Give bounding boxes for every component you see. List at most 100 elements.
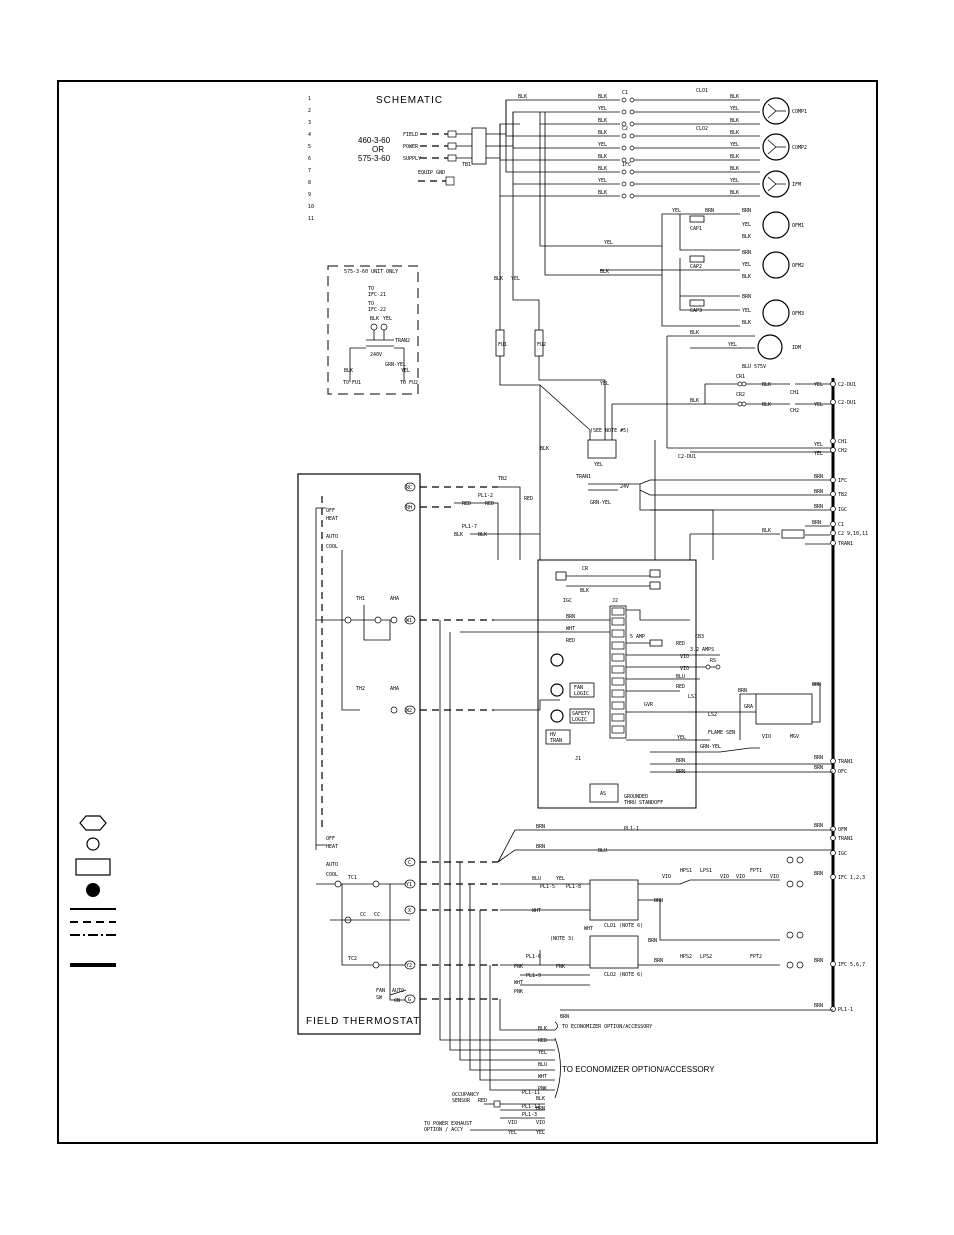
svg-text:W1: W1 [406, 618, 412, 624]
mgv-valve: VIO MGV BRN BRN GRA [738, 682, 821, 740]
wire-label: YEL [401, 368, 410, 374]
filled-dot-icon [86, 883, 100, 897]
wire-label: BLK [538, 1026, 547, 1032]
wire-label: BLK [742, 320, 751, 326]
wire-label: YEL [536, 1130, 545, 1136]
wire-label: YEL [511, 276, 520, 282]
motor-label: COMP1 [792, 109, 807, 115]
wire-label: BLK [598, 94, 607, 100]
economizer-connections: BLK RED YEL BLU WHT PNK TO ECONOMIZER OP… [439, 620, 715, 1099]
wire-label: BLK [478, 532, 487, 538]
idm-circuit: BLK YEL IDM BLU 575V [666, 330, 801, 448]
tran1: YEL TRAN1 24V GRN-YEL BRN BRN BRN [576, 439, 833, 560]
comp1-motor-icon [762, 97, 790, 125]
wire-label: BRN [654, 958, 663, 964]
wire-label: VIO [720, 874, 729, 880]
wire-label: YEL [598, 178, 607, 184]
line-number: 3 [308, 120, 311, 126]
wire-label: BRN [654, 898, 663, 904]
wire-label: VIO [662, 874, 671, 880]
wire-label: BLK [518, 94, 527, 100]
right-label: PL1-1 [838, 1007, 853, 1013]
cr-ch-circuit: BLK CR1 CR2 BLK BLK CH1 CH2 YEL YEL YEL … [590, 374, 833, 460]
right-label: C1 [838, 522, 844, 528]
wire-label: BLK [540, 446, 549, 452]
thermostat-title: FIELD THERMOSTAT [306, 1016, 420, 1027]
pl1-1-label: PL1-1 [624, 826, 639, 832]
wire-label: BRN [814, 958, 823, 964]
right-label: TRAN1 [838, 836, 853, 842]
wire-label: BRN [536, 1106, 545, 1112]
wire-label: PNK [514, 964, 523, 970]
right-label: C2 9,10,11 [838, 531, 868, 537]
wire-label: RED [524, 496, 533, 502]
gvr-label: GVR [644, 702, 654, 708]
legend [70, 815, 116, 967]
wire-label: RED [676, 641, 685, 647]
line-numbers: 1 2 3 4 5 6 7 8 9 10 11 [308, 96, 314, 222]
wire-label: BRN [536, 844, 545, 850]
terminal-c: C [404, 857, 416, 867]
motor-label: COMP2 [792, 145, 807, 151]
voltage-or: OR [372, 145, 384, 154]
wire-label: YEL [604, 240, 613, 246]
equip-gnd-label: EQUIP GND [418, 170, 445, 176]
hps2-label: HPS2 [680, 954, 692, 960]
line-number: 10 [308, 204, 314, 210]
compressor-control: BRN PL1-1 BRN BLU BRN PL1-5 PL1-8 BLU YE… [497, 823, 833, 1020]
wire-label: GRA [744, 704, 753, 710]
tb1-label: TB1 [462, 162, 471, 168]
svg-text:C: C [408, 860, 411, 866]
wire-label: BRN [814, 489, 823, 495]
c1-coil: BLK BRN [689, 520, 830, 560]
line-number: 7 [308, 168, 311, 174]
wire-label: BLK [742, 234, 751, 240]
wire-label: BRN [814, 823, 823, 829]
wire-label: BRN [648, 938, 657, 944]
clo2-label: CLO2 (NOTE 6) [604, 972, 643, 978]
wire-label: BLK [344, 368, 353, 374]
wire-label: RED [478, 1098, 487, 1104]
pl1-9-label: PL1-9 [526, 973, 541, 979]
wire-label: VIO [770, 874, 779, 880]
wire-label: BRN [742, 250, 751, 256]
right-label: TRAN1 [838, 541, 853, 547]
rs-label: RS [710, 658, 716, 664]
wire-label: YEL [742, 308, 751, 314]
wire-label: RED [538, 1038, 547, 1044]
fpt1-label: FPT1 [750, 868, 762, 874]
motor-label: OFM2 [792, 263, 804, 269]
svg-text:RC: RC [406, 485, 412, 491]
grn-yel-label: GRN-YEL [590, 500, 611, 506]
off-label: OFF [326, 836, 335, 842]
wire-label: BLK [730, 94, 739, 100]
wire-label: BRN [676, 758, 685, 764]
line-number: 8 [308, 180, 311, 186]
aha-label: AHA [390, 686, 399, 692]
wire-label: YEL [594, 462, 603, 468]
wire-label: BLK [742, 274, 751, 280]
schematic-title: SCHEMATIC [376, 95, 443, 106]
wire-label: VIO [536, 1120, 545, 1126]
wire-label: BRN [536, 824, 545, 830]
pl1-5-label: PL1-5 [540, 884, 555, 890]
pl1-11-label: PL1-11 [522, 1090, 540, 1096]
th2-label: TH2 [356, 686, 365, 692]
ofm-circuits: YEL YEL BLK BRN BRN YEL BLK CAP1 OFM1 CA… [544, 112, 804, 327]
wire-label: BLK [690, 330, 699, 336]
motor-label: IDM [792, 345, 801, 351]
wire-label: YEL [677, 735, 686, 741]
right-label: IFC 5,6,7 [838, 962, 865, 968]
pl1-7-label: PL1-7 [462, 524, 477, 530]
rectangle-icon [75, 858, 111, 876]
line-number: 2 [308, 108, 311, 114]
wire-label: BLK [536, 1096, 545, 1102]
wire-label: BRN [814, 474, 823, 480]
idm-motor-icon [757, 334, 783, 360]
wire-label: YEL [814, 402, 823, 408]
